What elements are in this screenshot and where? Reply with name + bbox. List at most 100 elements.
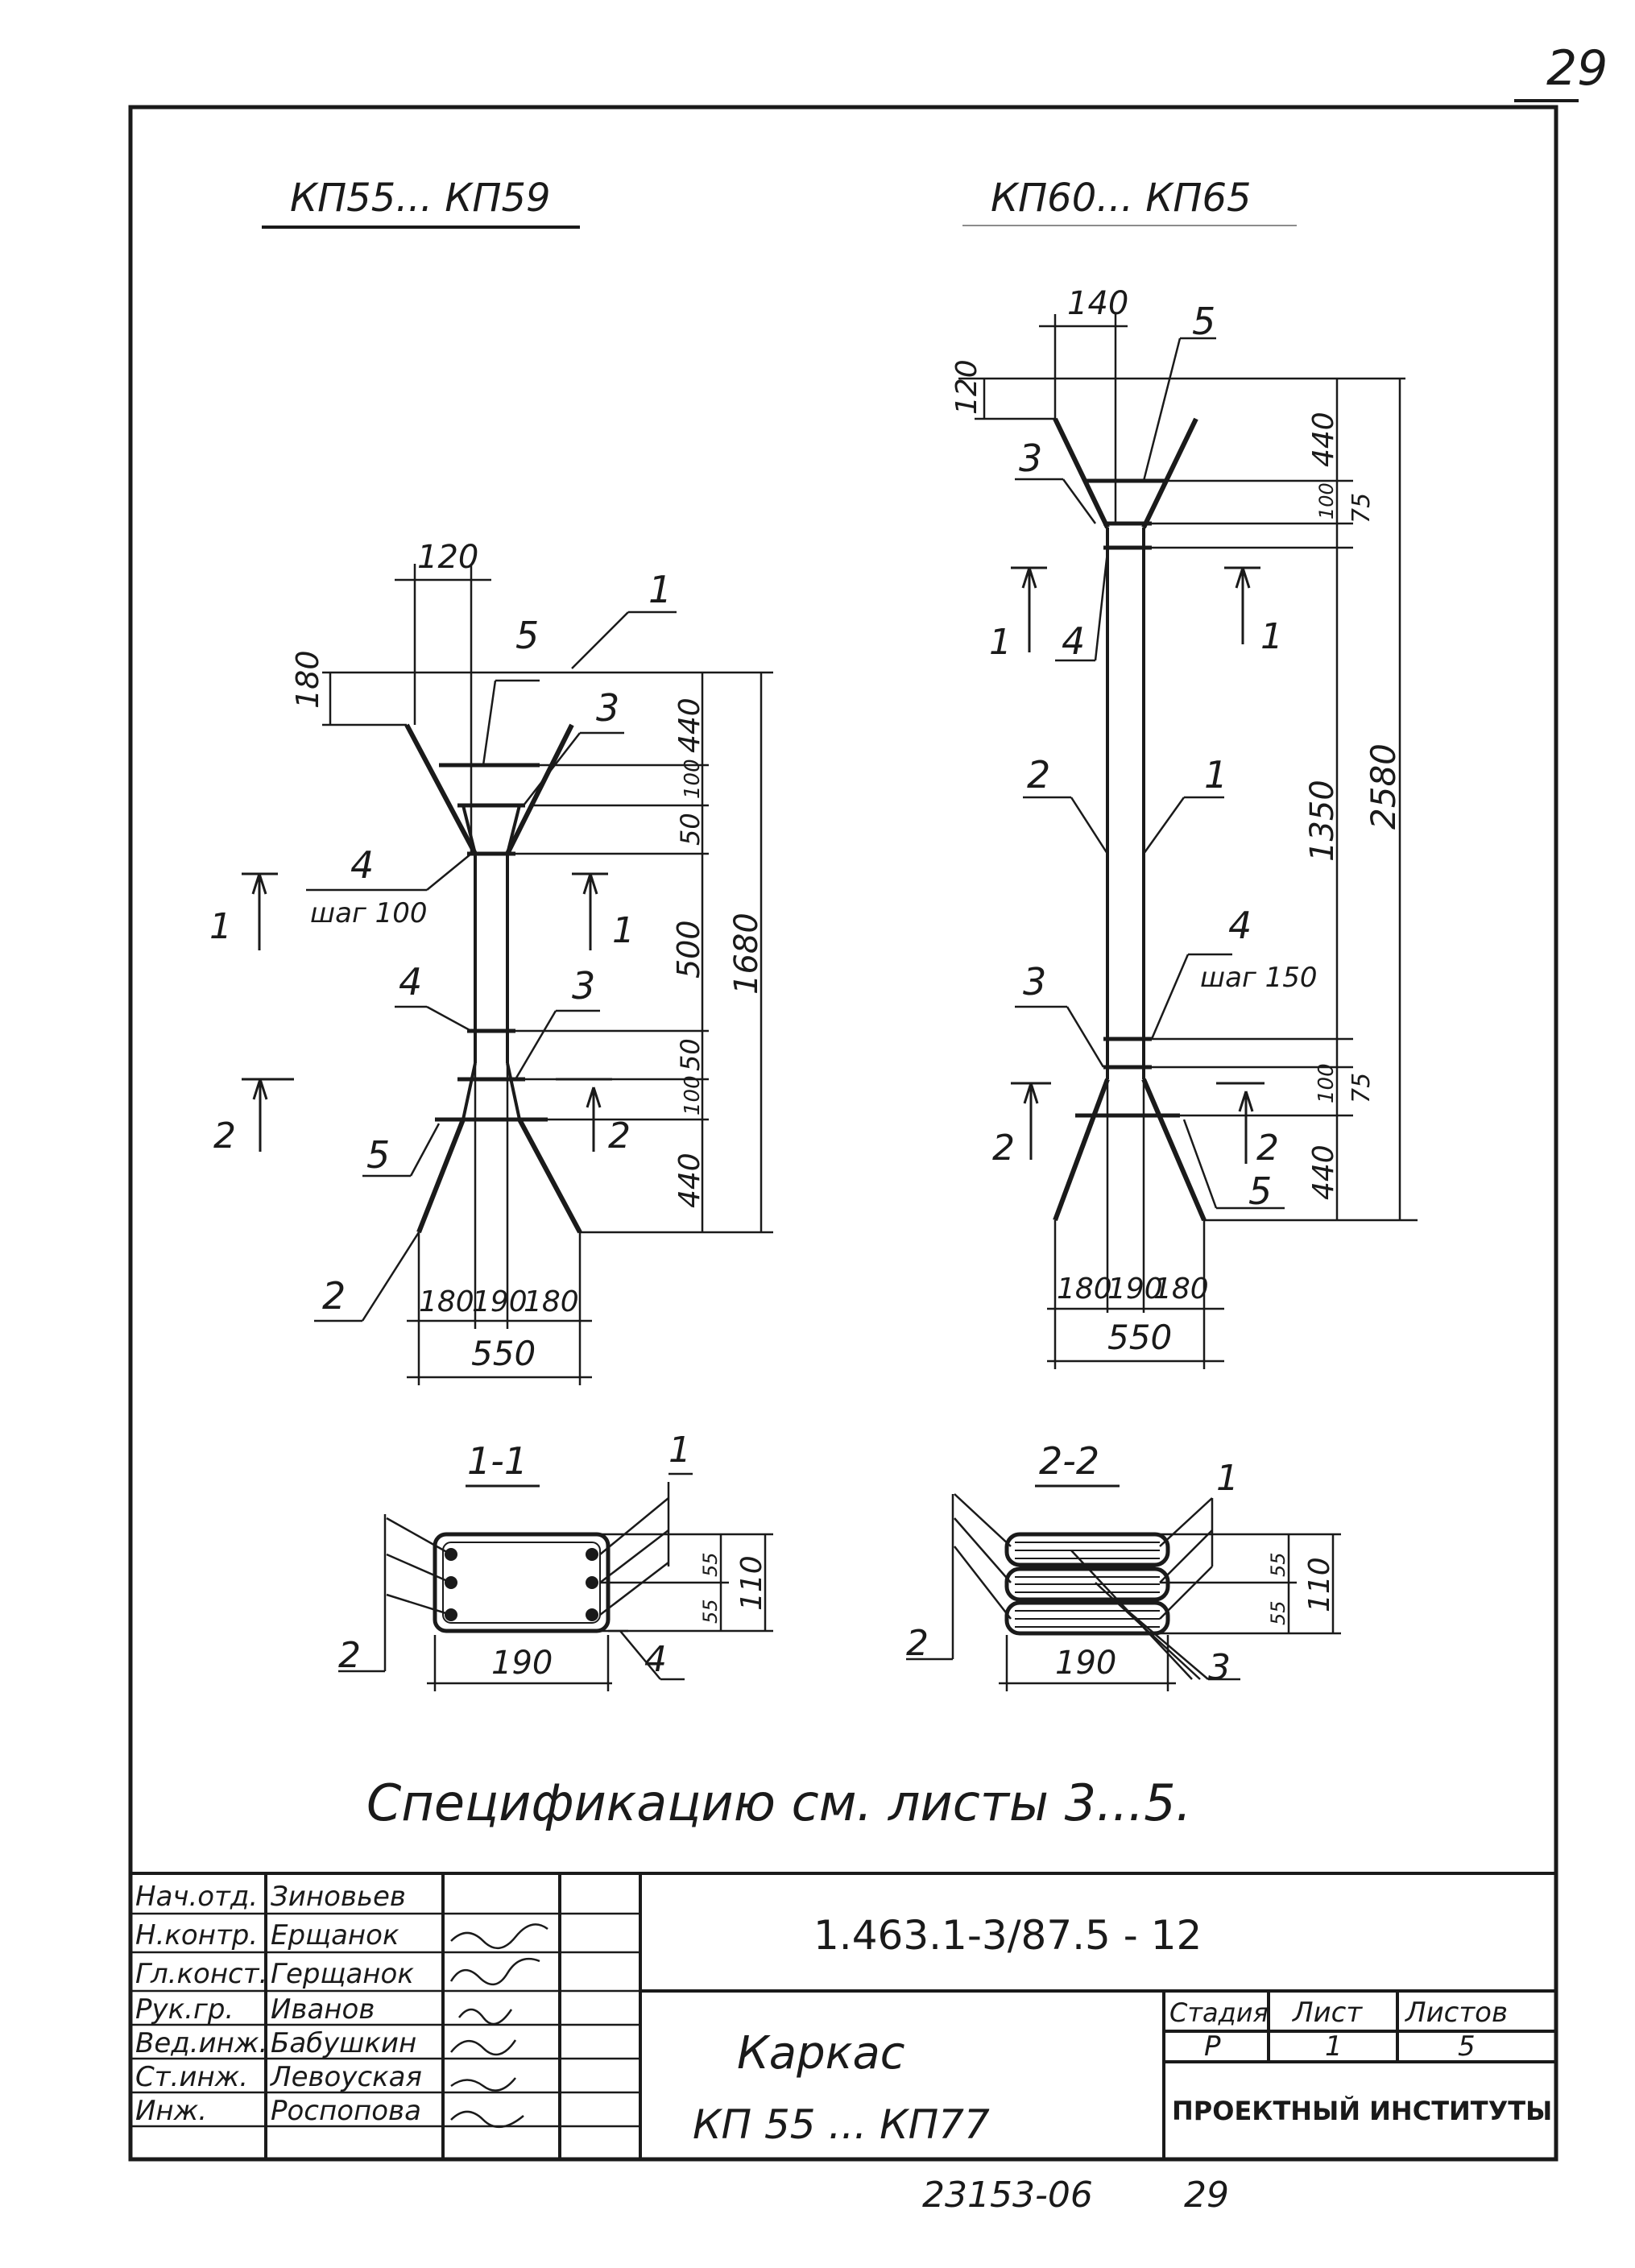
left-section-1-right: 1 (612, 910, 635, 951)
left-dim-flare-height: 180 (290, 650, 325, 709)
left-callout-5a: 5 (515, 614, 539, 657)
tb-title-line1: Каркас (737, 2027, 905, 2080)
tb-sheets-header: Листов (1404, 1997, 1508, 2029)
tb-name-1: Ерщанок (271, 1919, 399, 1951)
right-dim-seg-440-bot: 440 (1307, 1144, 1340, 1200)
section-2-2-callout-2: 2 (906, 1623, 929, 1664)
tb-name-4: Бабушкин (271, 2027, 416, 2059)
left-dim-bottom-mid: 190 (472, 1285, 528, 1318)
right-dim-bottom-left: 180 (1057, 1273, 1112, 1306)
left-callout-4b: 4 (399, 960, 422, 1004)
left-callout-1: 1 (648, 568, 672, 611)
section-1-1-callout-4: 4 (644, 1639, 667, 1680)
right-dim-seg-1350: 1350 (1304, 780, 1341, 862)
tb-role-5: Ст.инж. (135, 2061, 248, 2093)
tb-role-0: Нач.отд. (135, 1881, 258, 1913)
section-1-1-dim-width: 190 (491, 1645, 553, 1682)
right-dim-bottom-right: 180 (1153, 1273, 1209, 1306)
right-callout-2: 2 (1027, 753, 1050, 797)
right-dim-seg-100-bot: 100 (1314, 1063, 1339, 1103)
right-dim-bottom-mid: 190 (1107, 1273, 1163, 1306)
section-1-1-dim-height: 110 (735, 1555, 768, 1611)
right-callout-4b: 4 (1228, 904, 1252, 947)
left-dim-seg-100-bot: 100 (681, 1075, 705, 1115)
left-callout-4a: 4 (350, 843, 374, 887)
tb-sheet-value: 1 (1325, 2030, 1343, 2063)
tb-role-4: Вед.инж. (135, 2027, 267, 2059)
section-1-1-dim-55b: 55 (699, 1599, 722, 1624)
left-callout-2: 2 (322, 1274, 346, 1318)
signatures (449, 1923, 548, 2128)
tb-name-2: Герщанок (271, 1958, 414, 1990)
left-view: КП55... КП59 (209, 176, 773, 1385)
left-callout-5b: 5 (366, 1133, 390, 1177)
tb-name-0: Зиновьев (271, 1881, 406, 1913)
section-2-2-callout-1: 1 (1216, 1458, 1239, 1499)
tb-name-3: Иванов (271, 1993, 375, 2026)
tb-stage-value: Р (1204, 2030, 1221, 2063)
right-callout-4b-note: шаг 150 (1200, 962, 1318, 994)
right-dim-total: 2580 (1364, 743, 1403, 830)
right-section-2-right: 2 (1256, 1128, 1279, 1169)
tb-role-2: Гл.конст. (135, 1958, 267, 1990)
right-dim-seg-75-top: 75 (1347, 493, 1376, 524)
left-dim-total: 1680 (728, 913, 765, 995)
left-dim-seg-500: 500 (671, 920, 706, 979)
section-2-2: 2-2 (906, 1439, 1341, 1691)
section-2-2-dim-width: 190 (1055, 1645, 1116, 1682)
right-dim-seg-100-top: 100 (1315, 482, 1338, 519)
right-callout-5b: 5 (1248, 1169, 1272, 1213)
right-callout-3a: 3 (1019, 437, 1042, 480)
right-callout-3b: 3 (1023, 960, 1046, 1004)
footer-page: 29 (1184, 2175, 1229, 2216)
tb-doc-code: 1.463.1-3/87.5 - 12 (813, 1912, 1202, 1959)
spec-note: Спецификацию см. листы 3...5. (366, 1773, 1191, 1832)
left-dim-bottom-left: 180 (419, 1285, 474, 1318)
left-dim-seg-440-top: 440 (673, 697, 706, 753)
section-2-2-dim-55a: 55 (1267, 1552, 1289, 1577)
left-section-2-left: 2 (213, 1115, 236, 1157)
tb-role-1: Н.контр. (135, 1919, 258, 1951)
tb-name-6: Роспопова (271, 2095, 421, 2127)
tb-title-line2: КП 55 ... КП77 (693, 2101, 990, 2148)
right-view-title: КП60... КП65 (991, 176, 1252, 221)
section-2-2-title: 2-2 (1039, 1439, 1099, 1483)
right-dim-seg-75-bot: 75 (1347, 1073, 1376, 1103)
left-dim-seg-50-top: 50 (675, 813, 706, 846)
left-callout-3a: 3 (596, 686, 619, 730)
right-callout-5a: 5 (1192, 300, 1215, 343)
drawing-frame (128, 105, 1558, 2162)
left-callout-4a-note: шаг 100 (310, 897, 428, 929)
tb-stage-header: Стадия (1169, 1997, 1269, 2028)
right-callout-1: 1 (1204, 753, 1227, 797)
tb-sheet-header: Лист (1291, 1997, 1363, 2029)
footer-inventory: 23153-06 (922, 2175, 1093, 2216)
title-block: Нач.отд. Зиновьев Н.контр. Ерщанок Гл.ко… (130, 1872, 1556, 2159)
left-callout-3b: 3 (572, 964, 595, 1008)
section-1-1-dim-55a: 55 (699, 1552, 722, 1577)
section-1-1-title: 1-1 (467, 1439, 528, 1483)
left-dim-seg-50-bot: 50 (675, 1038, 706, 1071)
section-2-2-dim-height: 110 (1303, 1557, 1336, 1612)
left-dim-overall: 550 (471, 1334, 536, 1373)
section-2-2-callout-3: 3 (1208, 1647, 1231, 1688)
section-1-1-callout-2: 2 (338, 1635, 361, 1676)
left-view-title: КП55... КП59 (290, 176, 551, 221)
section-2-2-dim-55b: 55 (1267, 1600, 1289, 1625)
right-dim-overall: 550 (1107, 1318, 1172, 1357)
left-dim-seg-100-top: 100 (681, 759, 705, 799)
right-section-1-right: 1 (1260, 616, 1283, 657)
tb-role-3: Рук.гр. (135, 1993, 234, 2026)
section-1-1: 1-1 1 2 4 (338, 1430, 773, 1691)
tb-name-5: Левоуская (269, 2061, 422, 2093)
right-dim-flare-height: 120 (950, 359, 983, 415)
left-dim-seg-440-bot: 440 (673, 1153, 706, 1208)
right-callout-4a: 4 (1062, 619, 1085, 663)
left-section-1-left: 1 (209, 906, 232, 947)
right-view: КП60... КП65 (950, 176, 1418, 1369)
page-number: 29 (1546, 40, 1608, 97)
left-section-2-right: 2 (608, 1115, 631, 1157)
right-section-1-left: 1 (989, 622, 1012, 663)
left-dim-top-width: 120 (417, 539, 478, 576)
